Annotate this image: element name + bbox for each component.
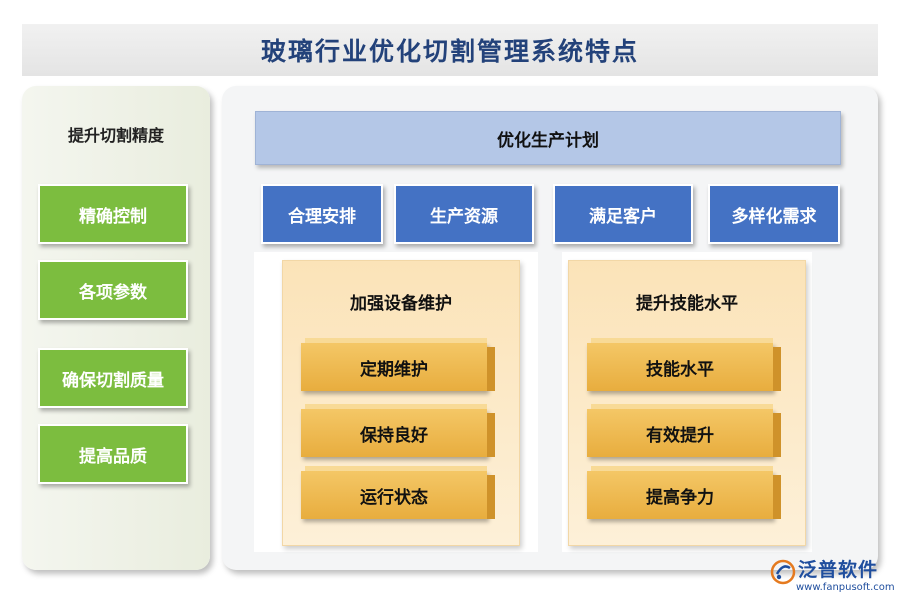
- section-item: 保持良好: [301, 404, 495, 457]
- left-item-4: 提高品质: [38, 424, 188, 484]
- brand-logo: 泛普软件 www.fanpusoft.com: [770, 555, 895, 595]
- left-item-1: 精确控制: [38, 184, 188, 244]
- blue-item-3: 满足客户: [553, 184, 693, 244]
- section-skill-level: 提升技能水平 技能水平 有效提升 提高争力: [568, 260, 806, 546]
- section-item: 提高争力: [587, 466, 781, 519]
- fanpu-logo-icon: [770, 559, 796, 585]
- section-item: 技能水平: [587, 338, 781, 391]
- right-panel: 优化生产计划 合理安排 生产资源 满足客户 多样化需求 加强设备维护 定期维护 …: [222, 86, 878, 570]
- section-equipment-maintenance: 加强设备维护 定期维护 保持良好 运行状态: [282, 260, 520, 546]
- section-item: 运行状态: [301, 466, 495, 519]
- left-panel: 提升切割精度 精确控制 各项参数 确保切割质量 提高品质: [22, 86, 210, 570]
- blue-item-2: 生产资源: [394, 184, 534, 244]
- section-title: 加强设备维护: [350, 294, 452, 314]
- page-title: 玻璃行业优化切割管理系统特点: [22, 24, 878, 76]
- section-item: 有效提升: [587, 404, 781, 457]
- blue-item-4: 多样化需求: [708, 184, 840, 244]
- section-item: 定期维护: [301, 338, 495, 391]
- logo-name: 泛普软件: [798, 559, 879, 581]
- left-heading: 提升切割精度: [67, 126, 164, 145]
- section-title: 提升技能水平: [636, 294, 738, 314]
- left-item-3: 确保切割质量: [38, 348, 188, 408]
- plan-bar: 优化生产计划: [255, 111, 841, 165]
- logo-url: www.fanpusoft.com: [796, 582, 895, 593]
- left-item-2: 各项参数: [38, 260, 188, 320]
- blue-item-1: 合理安排: [261, 184, 383, 244]
